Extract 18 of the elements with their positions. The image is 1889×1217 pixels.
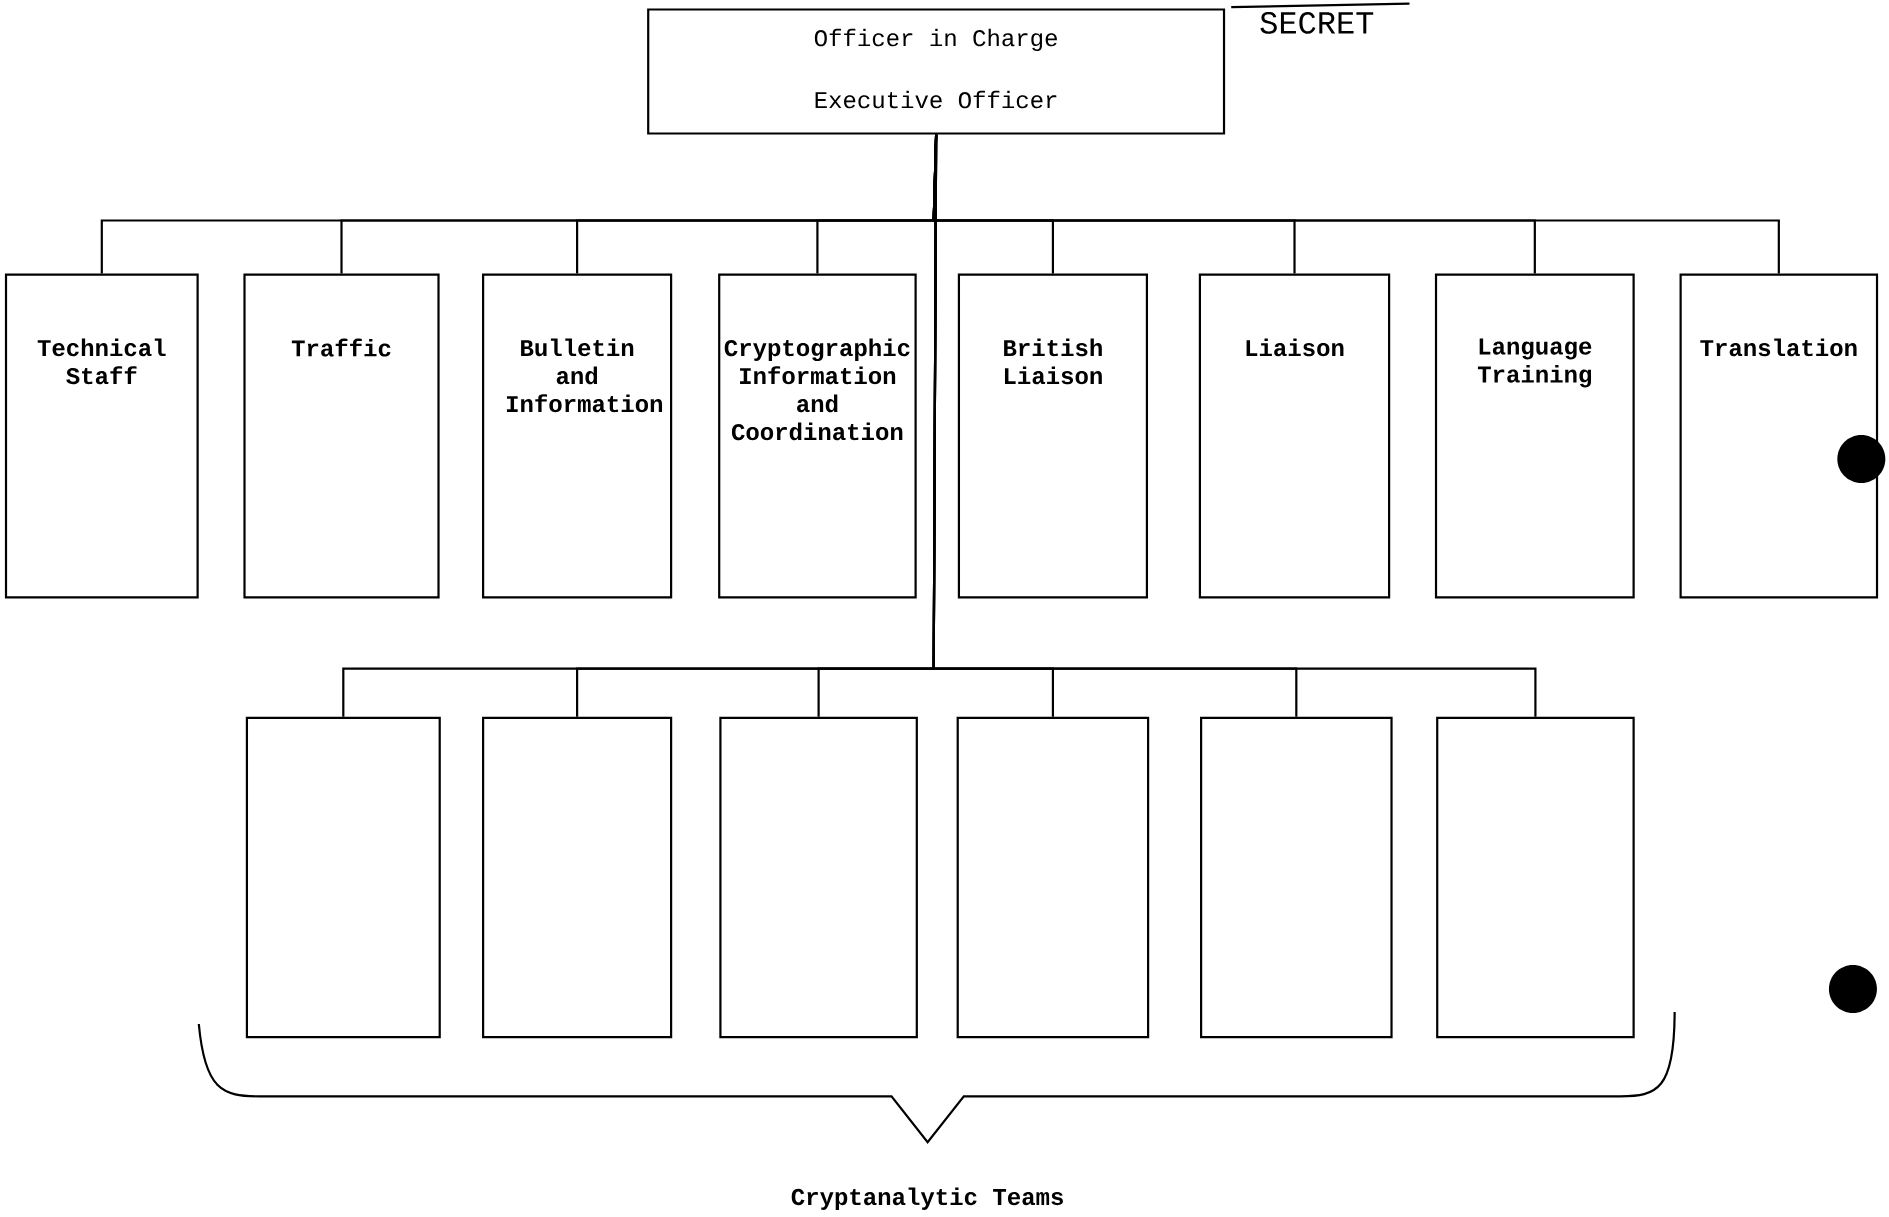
header-box: Officer in Charge Executive Officer <box>647 8 1226 135</box>
section-box: Liaison <box>1198 273 1391 599</box>
section-box: Cryptographic Information and Coordination <box>718 273 917 599</box>
section-box: British Liaison <box>957 273 1148 599</box>
section-box: Traffic <box>243 273 440 599</box>
team-box <box>719 716 918 1039</box>
section-box: Bulletin and Information <box>482 273 673 599</box>
team-box <box>1200 716 1393 1039</box>
team-box <box>1436 716 1635 1039</box>
connector-line <box>932 134 1537 717</box>
section-box: Language Training <box>1434 273 1635 599</box>
team-box <box>482 716 673 1039</box>
team-box <box>956 716 1150 1039</box>
brace-label: Cryptanalytic Teams <box>791 1187 1063 1210</box>
struck-stamp: SECRET <box>1231 2 1410 34</box>
section-box: Translation <box>1679 273 1879 599</box>
section-box: Technical Staff <box>4 273 199 599</box>
team-box <box>245 716 441 1039</box>
